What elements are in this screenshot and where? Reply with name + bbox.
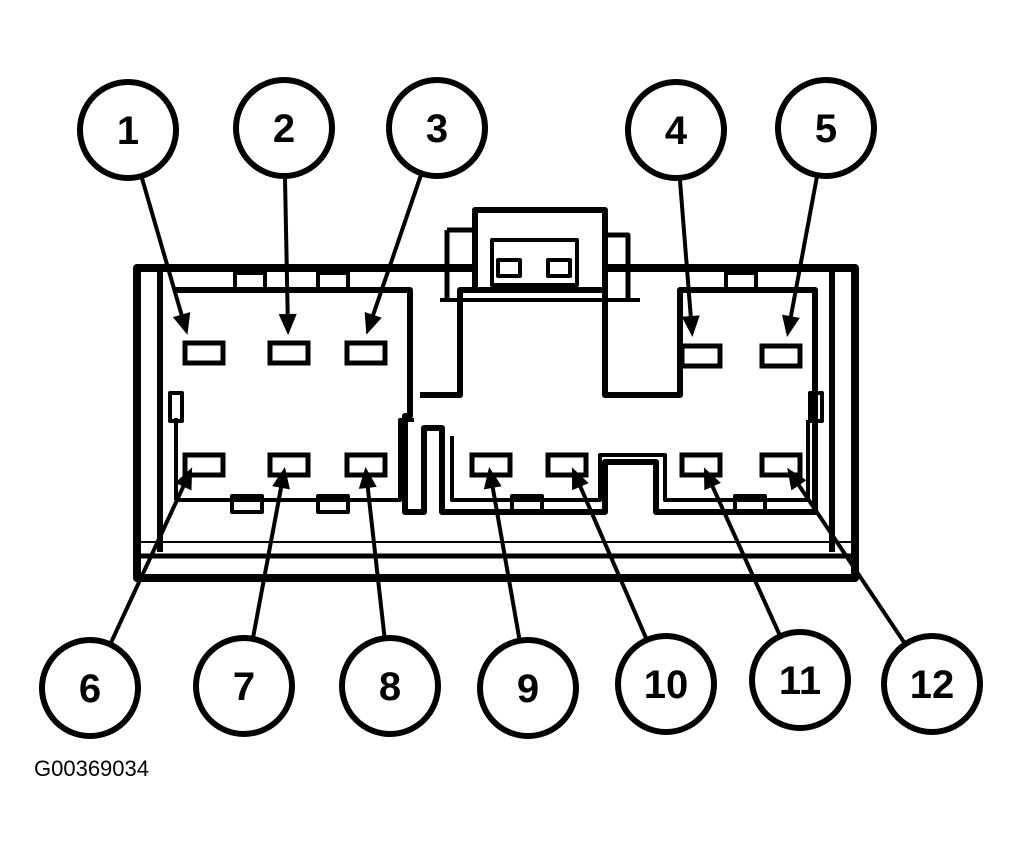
left-side-notch [168, 391, 184, 423]
callout-circle-6 [39, 637, 141, 739]
terminal-2 [267, 340, 311, 366]
leader-line-9 [489, 481, 522, 642]
callout-circle-9 [477, 637, 579, 739]
pin-number-3: 3 [426, 107, 448, 151]
leader-line-1 [139, 175, 186, 321]
callout-circle-11 [749, 629, 851, 731]
pin-number-9: 9 [517, 667, 539, 711]
arrowhead-9 [483, 466, 502, 490]
pin-number-6: 6 [79, 667, 101, 711]
callout-circle-4 [625, 79, 727, 181]
housing-outline [133, 264, 859, 582]
leader-line-11 [708, 480, 783, 638]
pin-terminals [182, 340, 803, 478]
leader-line-4 [677, 177, 694, 323]
pin-number-4: 4 [665, 109, 688, 153]
callout-circle-12 [881, 633, 983, 735]
arrowhead-8 [358, 466, 377, 489]
callout-circle-8 [339, 635, 441, 737]
bottom-edge-tabs [230, 494, 767, 514]
pin-number-10: 10 [644, 663, 689, 707]
connector-housing [133, 207, 859, 582]
leader-line-2 [282, 175, 290, 321]
leader-line-5 [787, 174, 820, 323]
pin-number-5: 5 [815, 107, 837, 151]
top-edge-tabs [233, 271, 758, 291]
center-latch [440, 207, 640, 302]
leader-lines [108, 172, 907, 646]
arrowhead-4 [681, 315, 700, 338]
inner-cavity-bottom [174, 418, 810, 502]
arrowhead-12 [787, 467, 807, 491]
arrowhead-1 [172, 312, 191, 335]
arrowhead-10 [571, 467, 589, 491]
arrowhead-11 [703, 467, 721, 491]
arrowhead-5 [782, 314, 800, 337]
leader-line-7 [250, 481, 285, 640]
arrowhead-2 [278, 313, 297, 336]
terminal-12 [759, 452, 803, 478]
terminal-5 [759, 343, 803, 369]
pin-number-1: 1 [117, 109, 139, 153]
figure-id: G00369034 [34, 756, 149, 781]
arrowhead-6 [175, 467, 193, 491]
terminal-11 [679, 452, 723, 478]
callout-circle-5 [775, 77, 877, 179]
callout-circle-1 [77, 79, 179, 181]
arrowhead-3 [364, 311, 382, 335]
terminal-7 [267, 452, 311, 478]
terminal-6 [182, 452, 226, 478]
callout-circle-7 [193, 635, 295, 737]
terminal-3 [344, 340, 388, 366]
pin-number-11: 11 [779, 659, 821, 703]
pin-number-8: 8 [379, 665, 401, 709]
leader-line-3 [369, 172, 424, 322]
leader-line-6 [108, 480, 188, 646]
leader-line-12 [793, 479, 907, 646]
callout-circle-2 [233, 77, 335, 179]
leader-line-8 [365, 481, 387, 639]
leader-line-10 [576, 480, 649, 641]
inner-cavity [175, 287, 818, 515]
pin-number-7: 7 [233, 665, 255, 709]
callout-circle-10 [615, 633, 717, 735]
callout-circle-3 [386, 77, 488, 179]
pin-number-12: 12 [910, 663, 955, 707]
arrowhead-7 [272, 467, 290, 490]
pin-number-2: 2 [273, 107, 295, 151]
terminal-4 [679, 343, 723, 369]
terminal-1 [182, 340, 226, 366]
terminal-10 [545, 452, 589, 478]
